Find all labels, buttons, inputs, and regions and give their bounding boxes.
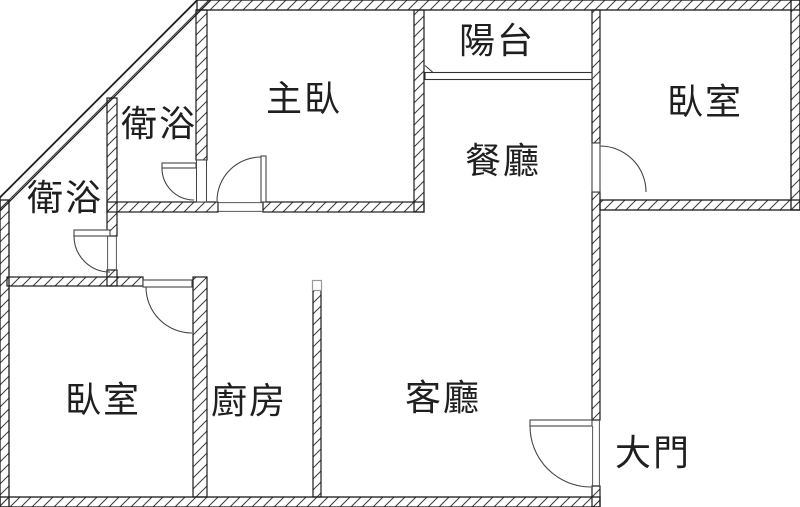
- room-label-bedroom-right: 臥室: [667, 82, 744, 123]
- wall-right: [790, 0, 800, 211]
- opening-edges: [107, 159, 600, 486]
- wall-masterbedroom-right: [413, 9, 425, 213]
- wall-bathrooms-divider: [106, 97, 118, 237]
- wall-bathroom-upper-right: [195, 9, 208, 161]
- balcony-window: [424, 65, 593, 81]
- door-master-bedroom: [216, 155, 267, 203]
- wall-bedroom-left-right: [192, 276, 208, 498]
- room-label-balcony: 陽台: [459, 21, 536, 62]
- room-label-bathroom-upper: 衛浴: [121, 104, 198, 145]
- door-bedroom-left: [142, 279, 193, 334]
- wall-corridor-left: [106, 201, 219, 213]
- wall-bottom: [0, 496, 601, 507]
- wall-top: [196, 0, 800, 11]
- wall-bedroom-left-top: [6, 276, 144, 287]
- room-label-bedroom-left: 臥室: [65, 380, 142, 421]
- room-label-kitchen: 廚房: [211, 381, 288, 422]
- door-bathroom-lower: [73, 229, 111, 273]
- room-label-dining-room: 餐廳: [465, 141, 542, 182]
- wall-mid-vertical-lower: [591, 485, 601, 507]
- room-label-master-bedroom: 主臥: [266, 79, 343, 120]
- wall-mid-vertical-middle: [591, 191, 601, 421]
- room-label-living-room: 客廳: [405, 378, 482, 419]
- wall-diagonal: [0, 0, 212, 212]
- wall-bedroom-right-bottom: [599, 199, 800, 211]
- room-label-bathroom-lower: 衛浴: [27, 178, 104, 219]
- door-bedroom-right: [591, 142, 647, 193]
- jamb-bathroom-upper: [196, 159, 207, 203]
- doors: [73, 142, 647, 488]
- kitchen-partition-cap: [311, 279, 323, 292]
- wall-mid-vertical-upper: [591, 9, 601, 144]
- wall-left: [0, 199, 10, 507]
- door-main-entrance: [529, 419, 593, 488]
- wall-kitchen-partition: [312, 289, 322, 498]
- door-bathroom-upper: [161, 162, 197, 201]
- wall-corridor-right: [262, 201, 425, 213]
- room-label-main-entrance: 大門: [615, 433, 692, 474]
